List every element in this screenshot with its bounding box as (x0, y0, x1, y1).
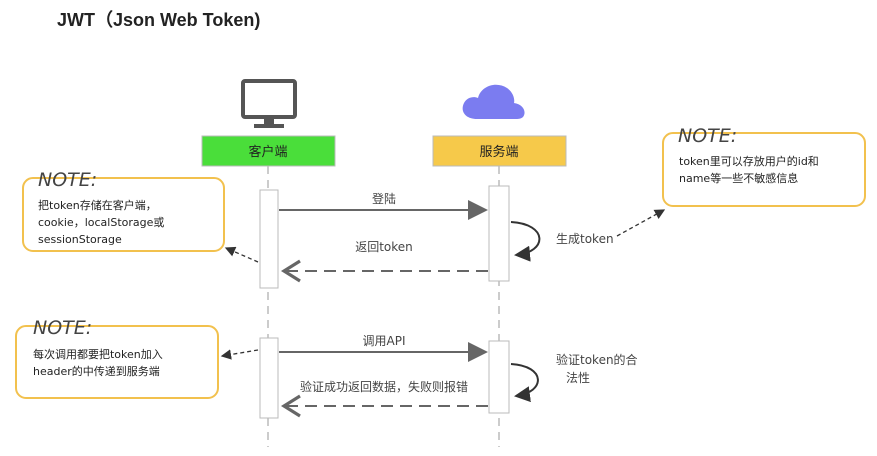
note-heading: NOTE: (678, 125, 737, 147)
generate-token-label: 生成token (556, 232, 614, 246)
generate-token-arrow (510, 221, 541, 262)
actor-server: 服务端 (432, 135, 567, 167)
note-request-connector (220, 349, 259, 360)
login-label: 登陆 (372, 191, 396, 206)
verify-token-label-2: 法性 (566, 371, 590, 385)
note-client-line2: cookie，localStorage或 (38, 216, 164, 229)
note-client-line1: 把token存储在客户端， (38, 198, 157, 212)
client-activation-1 (259, 189, 279, 289)
actor-server-label: 服务端 (479, 144, 518, 160)
actor-client: 客户端 (201, 135, 336, 167)
note-server-line2: name等一些不敏感信息 (679, 171, 798, 185)
page-title: JWT（Json Web Token) (57, 10, 261, 30)
note-client-storage: NOTE: 把token存储在客户端， cookie，localStorage或… (22, 169, 225, 252)
server-activation-1 (488, 185, 510, 282)
server-activation-2 (488, 340, 510, 414)
note-request-line2: header的中传递到服务端 (33, 364, 160, 378)
client-activation-2 (259, 337, 279, 419)
actor-client-label: 客户端 (248, 144, 287, 160)
note-heading: NOTE: (33, 317, 92, 339)
note-request-line1: 每次调用都要把token加入 (33, 347, 163, 361)
note-server-connector (616, 209, 666, 237)
monitor-icon (241, 79, 297, 128)
call-api-label: 调用API (363, 334, 406, 348)
note-server: NOTE: token里可以存放用户的id和 name等一些不敏感信息 (662, 125, 866, 207)
cloud-icon (462, 84, 525, 119)
verify-result-label: 验证成功返回数据，失败则报错 (300, 379, 468, 394)
note-server-line1: token里可以存放用户的id和 (679, 154, 819, 168)
verify-token-arrow (510, 363, 539, 403)
note-client-line3: sessionStorage (38, 233, 122, 246)
note-client-connector (224, 246, 259, 263)
verify-token-label-1: 验证token的合 (556, 352, 638, 367)
return-token-label: 返回token (355, 240, 413, 254)
note-request: NOTE: 每次调用都要把token加入 header的中传递到服务端 (15, 317, 219, 399)
note-heading: NOTE: (38, 169, 97, 191)
